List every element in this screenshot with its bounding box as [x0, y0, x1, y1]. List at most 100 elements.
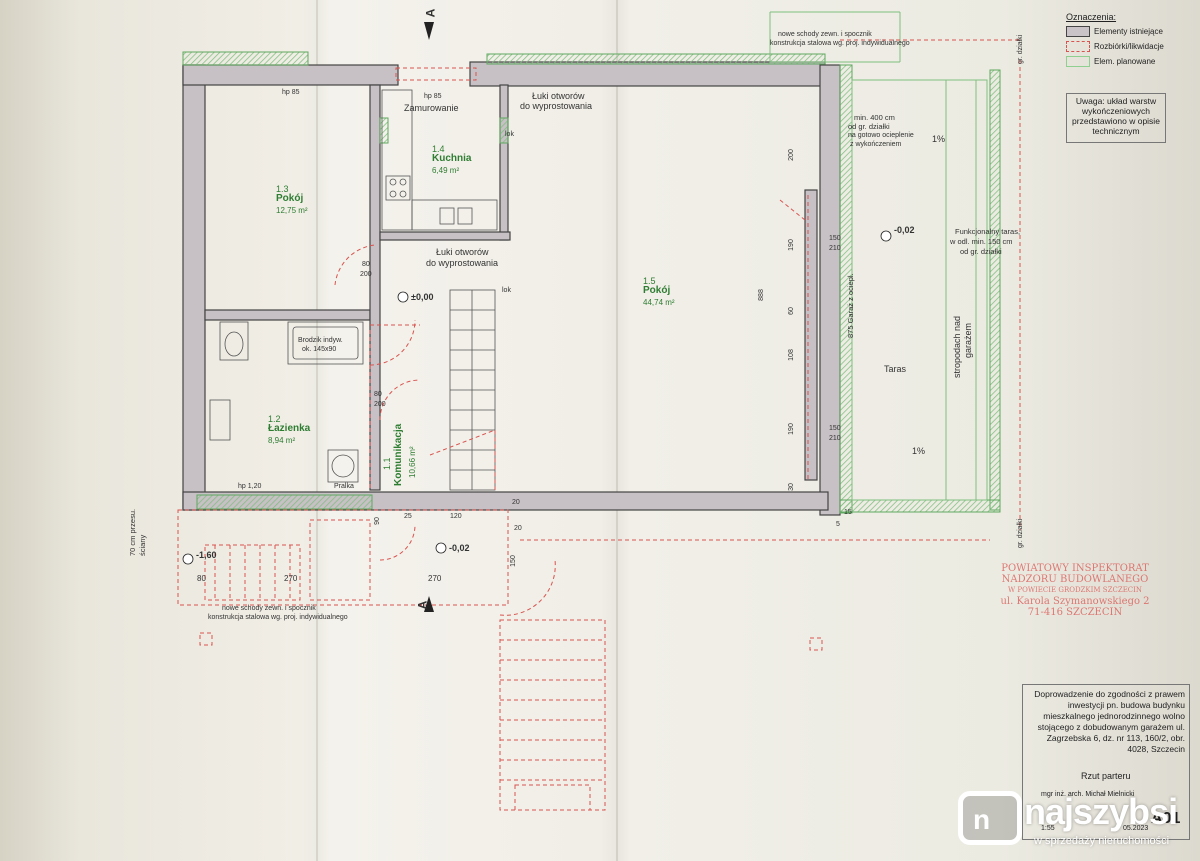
- annotation-stropodach: garażem: [963, 322, 973, 358]
- section-arrow-top: [424, 22, 434, 40]
- architect-name: mgr inż. arch. Michał Mielnicki: [1041, 791, 1135, 798]
- annotation-brodzik: Brodzik indyw.: [298, 337, 343, 344]
- legend-swatch: [1066, 41, 1090, 52]
- annotation-lok: lok: [505, 131, 514, 138]
- annotation-luki-mid: Łuki otworów: [436, 247, 489, 257]
- annotation-gr-dzialki: gr. działki: [1017, 518, 1024, 548]
- annotation-taras-func: od gr. działki: [960, 247, 1002, 256]
- annotation-pralka: Pralka: [334, 483, 354, 490]
- annotation-brodzik: ok. 145x90: [302, 346, 337, 353]
- paper-fold: [316, 0, 318, 861]
- interior-stairs: [449, 289, 496, 491]
- legend-item: Elementy istniejące: [1066, 26, 1163, 37]
- annotation-hp: hp 85: [282, 89, 300, 96]
- dimension: 190: [787, 239, 795, 251]
- legend-item: Elem. planowane: [1066, 56, 1155, 67]
- annotation-taras-func: Funkcjonalny taras,: [955, 227, 1021, 236]
- annotation-luki-top: do wyprostowania: [520, 101, 593, 111]
- annotation-garaz: 875 Garaż z ociepl.: [846, 273, 855, 338]
- dimension: 108: [787, 349, 795, 361]
- dimension: 150: [509, 555, 517, 567]
- annotation-taras: Taras: [884, 364, 907, 374]
- annotation-luki-top: Łuki otworów: [532, 91, 585, 101]
- annotation-stairs-bottom: konstrukcja stalowa wg. proj. indywidual…: [208, 614, 348, 621]
- annotation-lok: lok: [502, 287, 511, 294]
- annotation-luki-mid: do wyprostowania: [426, 258, 499, 268]
- watermark-brand: najszybsi: [1024, 791, 1178, 832]
- room-name: Pokój: [276, 193, 304, 204]
- stamp-line: NADZORU BUDOWLANEGO: [1001, 574, 1149, 585]
- room-number: 1.2: [268, 414, 281, 424]
- level-markers: [182, 230, 892, 565]
- room-name: Pokój: [643, 285, 671, 296]
- dimension: 150: [829, 235, 841, 242]
- annotation-zamurowanie: Zamurowanie: [404, 103, 459, 113]
- note-box: Uwaga: układ warstw wykończeniowych prze…: [1066, 93, 1166, 143]
- dimension: 20: [512, 499, 520, 506]
- stamp-line: W POWIECIE GRODZKIM SZCZECIN: [1007, 586, 1143, 594]
- dimension: 200: [360, 271, 372, 278]
- dimension: 80: [374, 391, 382, 398]
- dimension: 888: [757, 289, 765, 301]
- dimension: 20: [514, 525, 522, 532]
- paper-fold: [616, 0, 618, 861]
- legend: Oznaczenia: Elementy istniejące Rozbiórk…: [1066, 12, 1164, 82]
- inspectorate-stamp: POWIATOWY INSPEKTORAT NADZORU BUDOWLANEG…: [1000, 563, 1150, 618]
- level-value: -0,02: [894, 225, 915, 235]
- demolition-elements: [177, 39, 1021, 811]
- dimension: 25: [404, 513, 412, 520]
- dimension: 80: [362, 261, 370, 268]
- room-name: Kuchnia: [432, 153, 472, 164]
- legend-swatch: [1066, 56, 1090, 67]
- bathroom-fixtures: [209, 321, 364, 483]
- dimension: 90: [373, 517, 381, 525]
- room-number: 1.3: [276, 184, 289, 194]
- annotation-hp: hp 1,20: [238, 483, 262, 490]
- room-number: 1.5: [643, 276, 656, 286]
- dimension: 30: [787, 483, 795, 491]
- section-mark-bottom: A: [415, 600, 430, 610]
- dimension: 120: [450, 513, 462, 520]
- level-value: ±0,00: [411, 292, 434, 302]
- slope-value: 1%: [912, 446, 926, 456]
- dimension: 210: [829, 245, 841, 252]
- stamp-line: ul. Karola Szymanowskiego 2: [1000, 596, 1150, 607]
- annotation-stairs-top: konstrukcja stalowa wg. proj. indywidual…: [770, 40, 910, 47]
- existing-walls: [182, 61, 841, 516]
- planned-walls: [182, 51, 1001, 514]
- terrace-outline: [769, 11, 988, 501]
- room-area: 12,75 m²: [276, 206, 308, 215]
- annotation-min400: z wykończeniem: [850, 141, 902, 148]
- level-value: -1,60: [196, 550, 217, 560]
- dimension: 15: [844, 509, 852, 516]
- legend-label: Rozbiórki/likwidacje: [1094, 42, 1164, 51]
- annotation-wall-offset: 70 cm przesu. ściany: [128, 508, 147, 556]
- room-area: 8,94 m²: [268, 436, 296, 445]
- room-number: 1.1: [382, 457, 392, 470]
- room-name: Komunikacja: [393, 423, 404, 486]
- dimension: 270: [428, 574, 442, 583]
- annotation-stairs-bottom: nowe schody zewn. i spocznik: [222, 605, 316, 612]
- level-value: -0,02: [449, 543, 470, 553]
- stamp-line: 71-416 SZCZECIN: [1027, 607, 1123, 618]
- watermark-tagline: w sprzedaży nieruchomości: [1034, 835, 1170, 847]
- legend-label: Elem. planowane: [1094, 57, 1156, 66]
- dimension: 190: [787, 423, 795, 435]
- watermark: n najszybsi w sprzedaży nieruchomości: [958, 785, 1194, 857]
- dimension: 200: [374, 401, 386, 408]
- dimension: 60: [787, 307, 795, 315]
- drawing-scale: 1:55: [1041, 825, 1055, 832]
- legend-label: Elementy istniejące: [1094, 27, 1163, 36]
- annotation-gr-dzialki: gr. działki: [1017, 34, 1024, 64]
- title-block: Doprowadzenie do zgodności z prawem inwe…: [1022, 684, 1190, 840]
- annotation-min400: min. 400 cm: [854, 113, 895, 122]
- annotation-taras-func: w odl. min. 150 cm: [950, 237, 1013, 246]
- annotation-min400: od gr. działki: [848, 122, 890, 131]
- dimension: 5: [836, 521, 840, 528]
- annotation-min400: na gotowo ocieplenie: [848, 132, 914, 139]
- annotation-hp: hp 85: [424, 93, 442, 100]
- dimension: 270: [284, 574, 298, 583]
- dimension: 210: [829, 435, 841, 442]
- kitchen-fixtures: [381, 89, 498, 231]
